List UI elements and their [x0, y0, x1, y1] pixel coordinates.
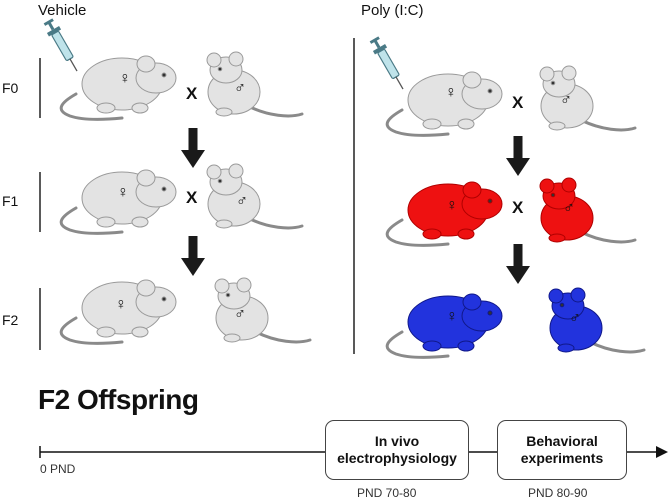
male-mouse-icon: [547, 286, 646, 354]
female-symbol: ♀: [446, 197, 458, 214]
behavioral-box: Behavioral experiments: [497, 420, 627, 480]
electrophysiology-box-line2: electrophysiology: [337, 450, 457, 466]
male-mouse-icon: [205, 162, 304, 230]
generation-label-f2: F2: [2, 312, 19, 328]
syringe-icon: [41, 16, 84, 76]
timeline-arrow-icon: [656, 446, 668, 458]
vehicle-column-title: Vehicle: [38, 2, 87, 19]
cross-symbol-polyic-f1: X: [512, 198, 524, 217]
cross-symbol-polyic-f0: X: [512, 93, 524, 112]
male-symbol: ♂: [236, 193, 248, 210]
electrophysiology-pnd: PND 70-80: [357, 486, 417, 500]
down-arrow-icon: [506, 244, 530, 284]
female-mouse-icon: [385, 180, 504, 247]
electrophysiology-box: In vivo electrophysiology: [325, 420, 469, 480]
generation-label-f0: F0: [2, 80, 19, 96]
male-symbol: ♂: [560, 92, 572, 109]
female-symbol: ♀: [117, 184, 129, 201]
female-symbol: ♀: [115, 296, 127, 313]
polyic-column-title: Poly (I:C): [361, 2, 424, 19]
male-mouse-icon: [205, 50, 304, 118]
male-mouse-icon: [538, 64, 637, 132]
cross-symbol-vehicle-f0: X: [186, 84, 198, 103]
down-arrow-icon: [181, 236, 205, 276]
female-mouse-icon: [385, 292, 504, 359]
down-arrow-icon: [506, 136, 530, 176]
female-symbol: ♀: [446, 308, 458, 325]
timeline-start-label: 0 PND: [40, 462, 76, 476]
female-symbol: ♀: [445, 84, 457, 101]
female-symbol: ♀: [119, 70, 131, 87]
male-symbol: ♂: [234, 80, 246, 97]
behavioral-box-line2: experiments: [520, 450, 604, 466]
male-symbol: ♂: [563, 200, 575, 217]
down-arrow-icon: [181, 128, 205, 168]
electrophysiology-box-line1: In vivo: [374, 433, 420, 449]
male-symbol: ♂: [234, 306, 246, 323]
male-mouse-icon: [213, 276, 312, 344]
behavioral-box-line1: Behavioral: [526, 433, 598, 449]
syringe-icon: [367, 34, 410, 94]
offspring-title: F2 Offspring: [38, 384, 199, 415]
cross-symbol-vehicle-f1: X: [186, 188, 198, 207]
behavioral-pnd: PND 80-90: [528, 486, 588, 500]
male-mouse-icon: [538, 176, 637, 244]
female-mouse-icon: [385, 70, 504, 137]
generation-label-f1: F1: [2, 193, 19, 209]
male-symbol: ♂: [569, 310, 581, 327]
